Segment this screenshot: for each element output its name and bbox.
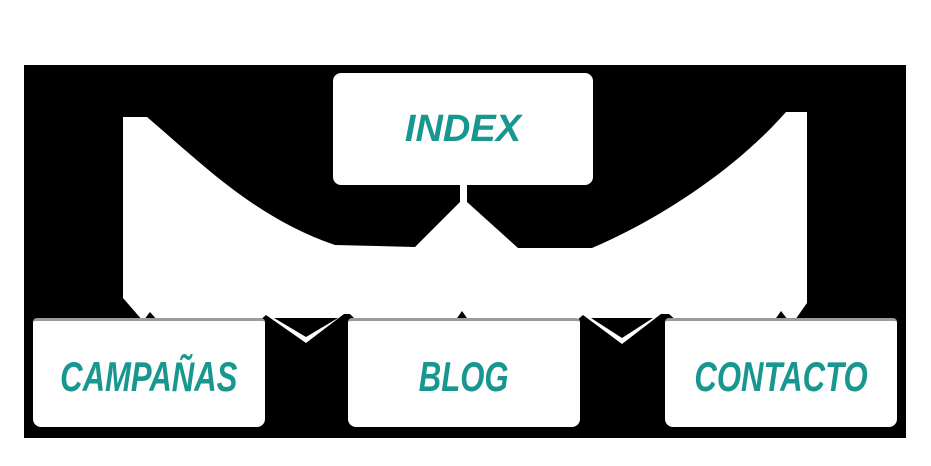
node-campanas: CAMPAÑAS [33,318,265,427]
node-contacto-label: CONTACTO [694,352,868,400]
node-index-label: INDEX [404,107,522,150]
node-contacto: CONTACTO [665,318,897,427]
node-index: INDEX [333,73,593,185]
node-campanas-label: CAMPAÑAS [60,352,238,400]
node-blog-label: BLOG [419,352,509,400]
node-blog: BLOG [348,318,580,427]
